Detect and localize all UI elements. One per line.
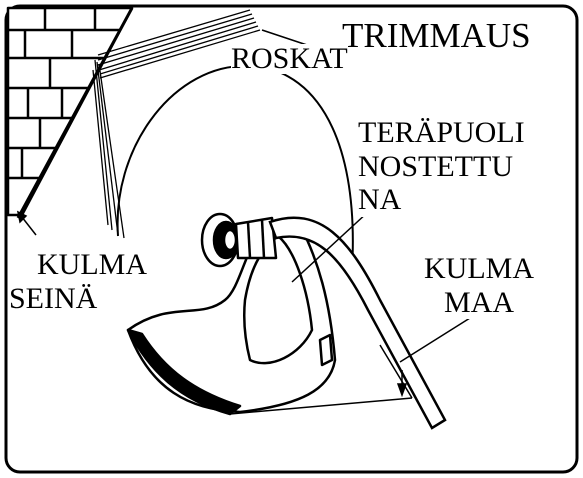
angle-wall-label: KULMA SEINÄ xyxy=(9,248,147,315)
title-label: TRIMMAUS xyxy=(342,18,531,53)
debris-label: ROSKAT xyxy=(231,44,348,74)
blade-side-raised-label: TERÄPUOLI NOSTETTU NA xyxy=(358,116,525,217)
ground-pointer xyxy=(400,318,470,362)
wall-angle-arrow xyxy=(18,212,36,235)
brick-wall xyxy=(8,8,132,215)
trimmer-head xyxy=(128,214,335,414)
angle-ground-label: KULMA MAA xyxy=(424,252,534,319)
